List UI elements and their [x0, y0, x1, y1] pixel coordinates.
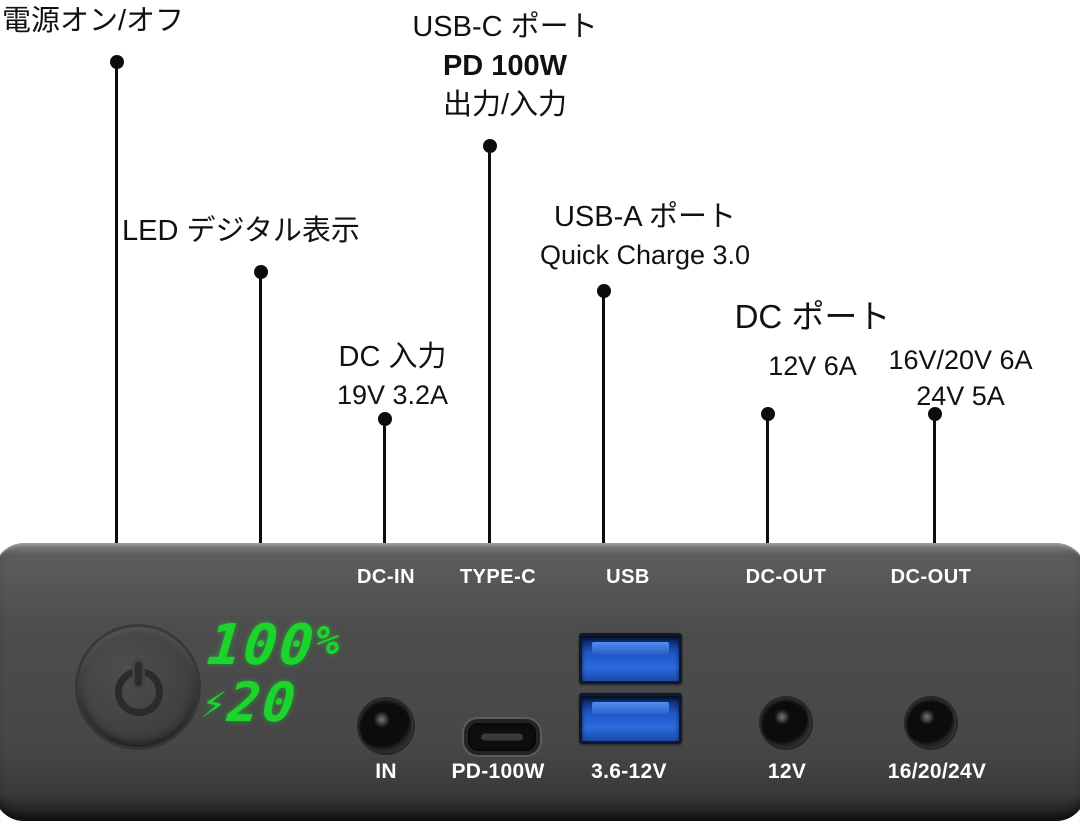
usb-c-port[interactable] — [464, 719, 540, 755]
callout-led-dot — [254, 265, 268, 279]
dc-in-jack[interactable] — [359, 699, 413, 753]
callout-usba-line — [602, 296, 605, 543]
dc-out-12v-jack[interactable] — [761, 698, 811, 748]
callout-usba: USB-A ポート Quick Charge 3.0 — [500, 198, 790, 274]
callout-dc-out1-title: DC ポート — [734, 298, 891, 335]
led-display: 100% ⚡20 — [199, 613, 345, 734]
dc-out-16-20-24v-jack[interactable] — [906, 698, 956, 748]
power-button[interactable] — [78, 627, 198, 747]
callout-dc-out2-line — [933, 419, 936, 543]
usb-a-port-2[interactable] — [579, 693, 682, 744]
callout-usba-title: USB-A ポート — [553, 201, 737, 233]
label-dc-out2: DC-OUT — [890, 566, 972, 588]
label-12v: 12V — [767, 760, 807, 783]
callout-power-dot — [110, 55, 124, 69]
label-16-20-24v: 16/20/24V — [887, 760, 987, 783]
callout-dc-out2-spec1: 16V/20V 6A — [888, 345, 1033, 375]
label-type-c: TYPE-C — [459, 566, 537, 588]
label-usb: USB — [606, 566, 650, 588]
callout-dc-out2-spec2: 24V 5A — [916, 381, 1005, 412]
power-icon — [115, 662, 163, 716]
label-3-6-12v: 3.6-12V — [591, 760, 667, 783]
callout-dc-out1: DC ポート 12V 6A — [700, 295, 925, 384]
callout-power: 電源オン/オフ — [2, 2, 184, 41]
label-dc-in: DC-IN — [356, 566, 416, 588]
callout-usbc-spec: PD 100W — [442, 50, 568, 83]
label-pd-100w: PD-100W — [451, 760, 545, 783]
label-dc-out1: DC-OUT — [745, 566, 827, 588]
callout-dc-in: DC 入力 19V 3.2A — [305, 338, 480, 414]
callout-power-label: 電源オン/オフ — [2, 5, 185, 37]
callout-dc-in-spec: 19V 3.2A — [336, 380, 449, 411]
callout-usbc-line — [488, 151, 491, 543]
charge-readout: ⚡20 — [199, 671, 301, 734]
callout-dc-in-dot — [378, 412, 392, 426]
callout-usbc-title: USB-C ポート — [412, 11, 598, 43]
callout-dc-out1-dot — [761, 407, 775, 421]
callout-dc-out2: 16V/20V 6A 24V 5A — [878, 342, 1043, 415]
callout-usba-dot — [597, 284, 611, 298]
callout-usbc-dot — [483, 139, 497, 153]
callout-usbc: USB-C ポート PD 100W 出力/入力 — [390, 8, 620, 125]
callout-dc-out2-dot — [928, 407, 942, 421]
callout-led-label: LED デジタル表示 — [122, 215, 360, 247]
usb-a-port-1[interactable] — [579, 633, 682, 684]
callout-usbc-io: 出力/入力 — [442, 89, 568, 122]
callout-led-line — [259, 277, 262, 543]
callout-dc-out1-line — [766, 419, 769, 543]
usb-a-tongue — [592, 702, 669, 714]
callout-led: LED デジタル表示 — [122, 212, 360, 251]
callout-dc-in-title: DC 入力 — [338, 341, 447, 373]
callout-usba-spec: Quick Charge 3.0 — [539, 240, 751, 271]
callout-dc-out1-spec: 12V 6A — [768, 350, 857, 381]
callout-dc-in-line — [383, 424, 386, 543]
callout-power-line — [115, 67, 118, 543]
usb-c-slot — [481, 733, 523, 741]
battery-percent-readout: 100% — [204, 613, 345, 678]
label-in: IN — [375, 760, 397, 783]
usb-a-tongue — [592, 642, 669, 654]
